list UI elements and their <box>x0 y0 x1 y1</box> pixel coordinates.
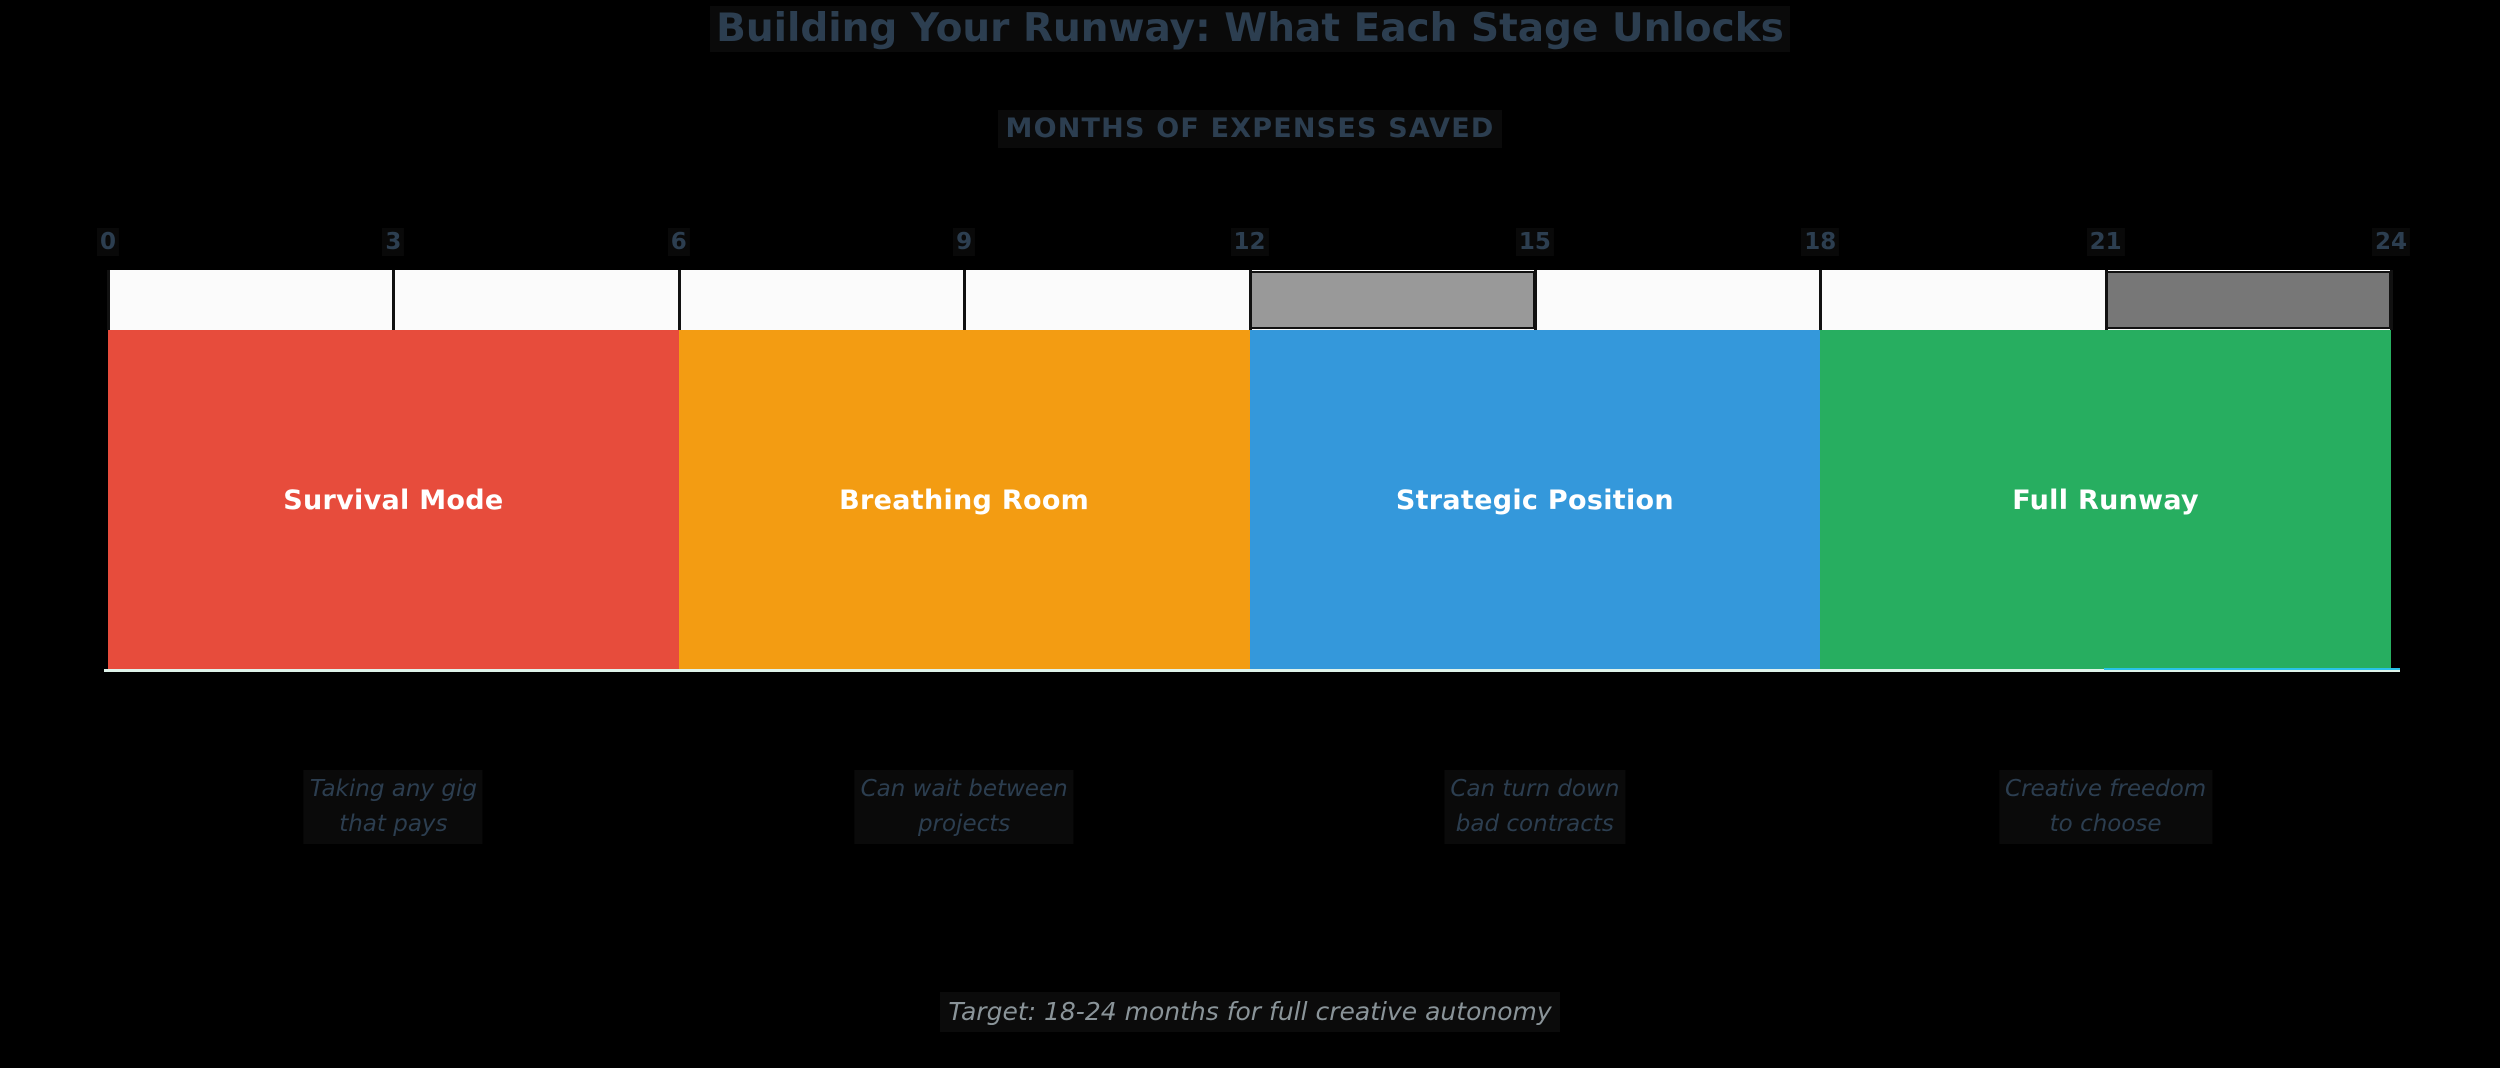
bar-segment-label: Breathing Room <box>839 484 1090 516</box>
x-tick-label: 0 <box>97 228 119 256</box>
annotation-line-1: Can turn down <box>1450 776 1620 802</box>
highlight-band <box>1249 271 1535 329</box>
annotation-line-2: to choose <box>2049 811 2162 837</box>
annotation-line-1: Creative freedom <box>2005 776 2207 802</box>
x-tick-mark <box>963 270 967 330</box>
stage-annotation: Creative freedom to choose <box>1999 770 2213 844</box>
x-tick-mark <box>677 270 681 330</box>
annotation-line-2: projects <box>917 811 1011 837</box>
x-tick-label: 6 <box>668 228 690 256</box>
x-tick-label: 18 <box>1801 228 1839 256</box>
bar-segment: Survival Mode <box>108 330 679 670</box>
x-tick-mark <box>1819 270 1823 330</box>
footer-note: Target: 18-24 months for full creative a… <box>940 992 1560 1032</box>
tick-strip <box>107 270 2393 330</box>
x-axis-tick-labels: 0 3 6 9 12 15 18 21 24 <box>100 228 2407 258</box>
x-tick-mark <box>1533 270 1537 330</box>
baseline-accent-rule <box>2104 668 2400 670</box>
x-tick-mark <box>107 270 110 330</box>
footer-container: Target: 18-24 months for full creative a… <box>0 992 2500 1032</box>
highlight-band <box>2105 271 2391 329</box>
chart-plot-area: Survival Mode Breathing Room Strategic Pos… <box>107 270 2393 670</box>
x-tick-label: 3 <box>382 228 404 256</box>
x-tick-mark <box>2390 270 2393 330</box>
stage-annotation: Taking any gig that pays <box>303 770 483 844</box>
bar-segment-label: Strategic Position <box>1395 484 1674 516</box>
subtitle-container: MONTHS OF EXPENSES SAVED <box>0 110 2500 148</box>
x-tick-label: 9 <box>953 228 975 256</box>
bar-segment: Full Runway <box>1820 330 2391 670</box>
bar-segment: Breathing Room <box>678 330 1250 670</box>
x-tick-label: 15 <box>1516 228 1554 256</box>
annotation-line-2: that pays <box>339 811 448 837</box>
x-tick-label: 24 <box>2372 228 2410 256</box>
x-tick-mark <box>1248 270 1252 330</box>
x-tick-mark <box>2104 270 2108 330</box>
x-tick-mark <box>392 270 396 330</box>
baseline-rule <box>104 669 2400 672</box>
title-container: Building Your Runway: What Each Stage Un… <box>0 6 2500 52</box>
annotation-line-1: Can wait between <box>860 776 1068 802</box>
stage-annotation: Can wait between projects <box>854 770 1074 844</box>
bar-segment-label: Survival Mode <box>283 484 504 516</box>
annotation-line-1: Taking any gig <box>309 776 477 802</box>
x-axis-title: MONTHS OF EXPENSES SAVED <box>997 110 1503 148</box>
annotation-line-2: bad contracts <box>1455 811 1614 837</box>
bar-segment-label: Full Runway <box>2012 484 2199 516</box>
bar-segment: Strategic Position <box>1249 330 1821 670</box>
stacked-bar: Survival Mode Breathing Room Strategic Pos… <box>108 330 2391 670</box>
stage-annotation: Can turn down bad contracts <box>1444 770 1626 844</box>
x-tick-label: 12 <box>1230 228 1268 256</box>
page-title: Building Your Runway: What Each Stage Un… <box>710 6 1790 52</box>
x-tick-label: 21 <box>2087 228 2125 256</box>
